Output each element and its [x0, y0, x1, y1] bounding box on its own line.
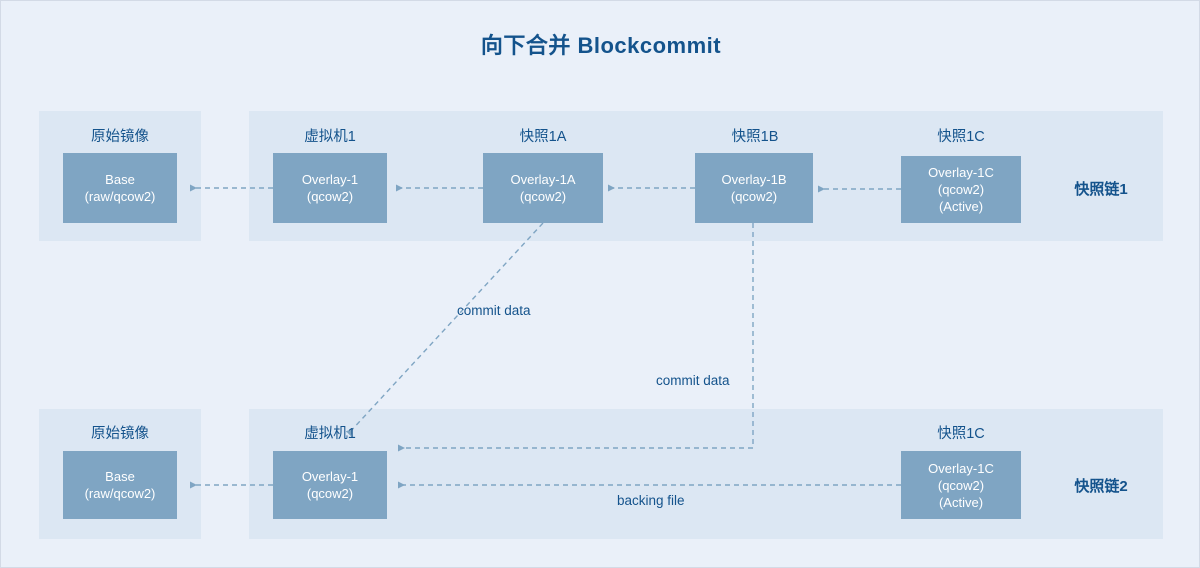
edge-label-commit-data-2: commit data [656, 373, 730, 388]
group-label-vm1-bottom: 虚拟机1 [304, 426, 356, 442]
node-line: Overlay-1C [928, 460, 994, 476]
node-overlay-1b: Overlay-1B (qcow2) [695, 153, 813, 223]
node-line: Overlay-1A [510, 172, 576, 187]
node-overlay-1a: Overlay-1A (qcow2) [483, 153, 603, 223]
edge-label-commit-data-1: commit data [457, 303, 531, 318]
node-overlay-1c-bottom: Overlay-1C (qcow2) (Active) [901, 451, 1021, 519]
node-line: Overlay-1 [301, 172, 359, 187]
group-label-snapshot-1b: 快照1B [731, 129, 779, 145]
node-line: (raw/qcow2) [84, 189, 156, 204]
node-base-bottom: Base (raw/qcow2) [63, 451, 177, 519]
node-line: Overlay-1B [721, 172, 787, 187]
group-label-original-image-bottom: 原始镜像 [91, 426, 149, 442]
node-line: (qcow2) [937, 182, 985, 197]
chain-label-1: 快照链1 [1074, 181, 1128, 198]
node-line: (qcow2) [937, 477, 985, 493]
edge-label-backing-file: backing file [617, 493, 685, 508]
group-label-original-image-top: 原始镜像 [91, 129, 149, 145]
node-line: (qcow2) [306, 189, 354, 204]
node-overlay-1-bottom: Overlay-1 (qcow2) [273, 451, 387, 519]
group-label-snapshot-1a: 快照1A [519, 129, 567, 145]
node-line: (qcow2) [519, 189, 567, 204]
node-line: Base [105, 172, 135, 187]
node-line: (raw/qcow2) [84, 486, 156, 501]
chain-label-2: 快照链2 [1074, 478, 1128, 495]
node-overlay-1c-top: Overlay-1C (qcow2) (Active) [901, 156, 1021, 223]
edge-commit-data-1 [345, 222, 544, 437]
group-label-snapshot-1c-top: 快照1C [937, 129, 985, 145]
node-overlay-1-top: Overlay-1 (qcow2) [273, 153, 387, 223]
page-title: 向下合并 Blockcommit [480, 33, 722, 58]
node-line: Overlay-1C [928, 165, 994, 180]
node-line: (Active) [938, 494, 984, 510]
group-label-snapshot-1c-bottom: 快照1C [937, 426, 985, 442]
group-label-vm1-top: 虚拟机1 [304, 129, 356, 145]
node-line: (qcow2) [306, 486, 354, 501]
node-line: Base [105, 469, 135, 484]
node-line: (Active) [938, 199, 984, 214]
node-line: (qcow2) [730, 189, 778, 204]
node-line: Overlay-1 [301, 469, 359, 484]
node-base-top: Base (raw/qcow2) [63, 153, 177, 223]
